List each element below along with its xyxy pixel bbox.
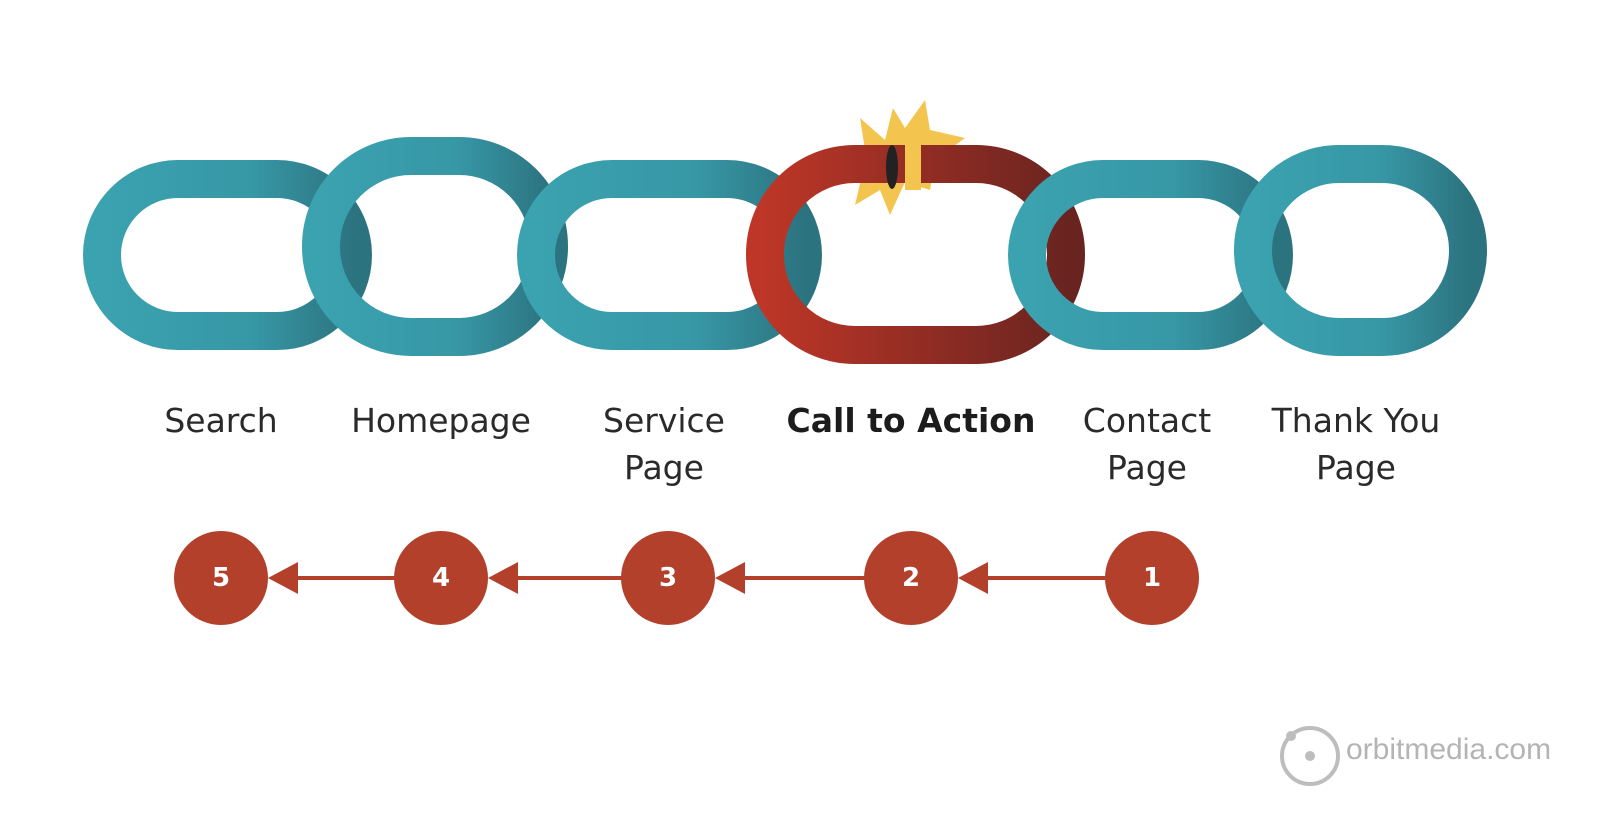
step-number-2: 2 <box>864 531 958 625</box>
label-thank-you-page: Thank You Page <box>1271 401 1441 487</box>
arrows <box>268 562 1110 594</box>
break-gap <box>886 145 898 189</box>
label-search: Search <box>164 401 278 440</box>
label-call-to-action: Call to Action <box>786 401 1036 440</box>
chain-link-contact <box>1008 160 1293 350</box>
label-service-page: Service Page <box>603 401 725 487</box>
step-number-4: 4 <box>394 531 488 625</box>
label-contact-page: Contact Page <box>1082 401 1212 487</box>
step-number-1: 1 <box>1105 531 1199 625</box>
chain-link-service <box>517 160 822 350</box>
step-number-3: 3 <box>621 531 715 625</box>
chain-link-thank-you <box>1234 145 1487 356</box>
step-number-5: 5 <box>174 531 268 625</box>
orbit-logo-icon <box>1280 726 1340 786</box>
chain-link-search <box>83 160 372 350</box>
label-homepage: Homepage <box>351 401 531 440</box>
brand-wordmark: orbitmedia.com <box>1346 733 1552 766</box>
